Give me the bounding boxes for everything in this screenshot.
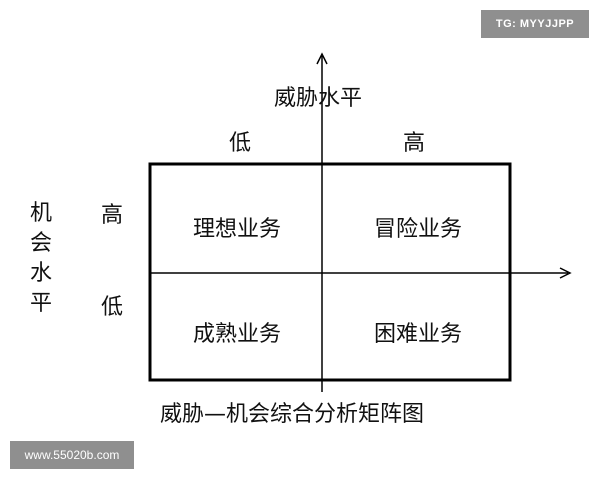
quadrant-difficult: 困难业务	[373, 322, 462, 347]
matrix-caption: 威胁—机会综合分析矩阵图	[160, 402, 425, 427]
opportunity-high-label: 高	[101, 203, 124, 228]
opportunity-axis-char: 机	[29, 201, 52, 226]
watermark-bottom-left: www.55020b.com	[10, 441, 134, 469]
opportunity-axis-char: 平	[29, 291, 52, 316]
quadrant-risky: 冒险业务	[373, 217, 462, 242]
watermark-top-right: TG: MYYJJPP	[481, 10, 589, 38]
opportunity-low-label: 低	[101, 295, 124, 320]
opportunity-axis-char: 水	[29, 261, 52, 286]
quadrant-ideal: 理想业务	[192, 217, 281, 242]
opportunity-axis-char: 会	[29, 231, 52, 256]
horizontal-axis-arrowhead	[559, 267, 572, 279]
threat-low-label: 低	[229, 131, 252, 156]
opportunity-axis-title: 机 会 水 平	[28, 199, 54, 319]
quadrant-mature: 成熟业务	[192, 322, 281, 347]
matrix-border	[148, 162, 512, 382]
threat-axis-title: 威胁水平	[274, 86, 363, 111]
vertical-axis-arrowhead	[316, 52, 328, 65]
threat-high-label: 高	[403, 131, 426, 156]
